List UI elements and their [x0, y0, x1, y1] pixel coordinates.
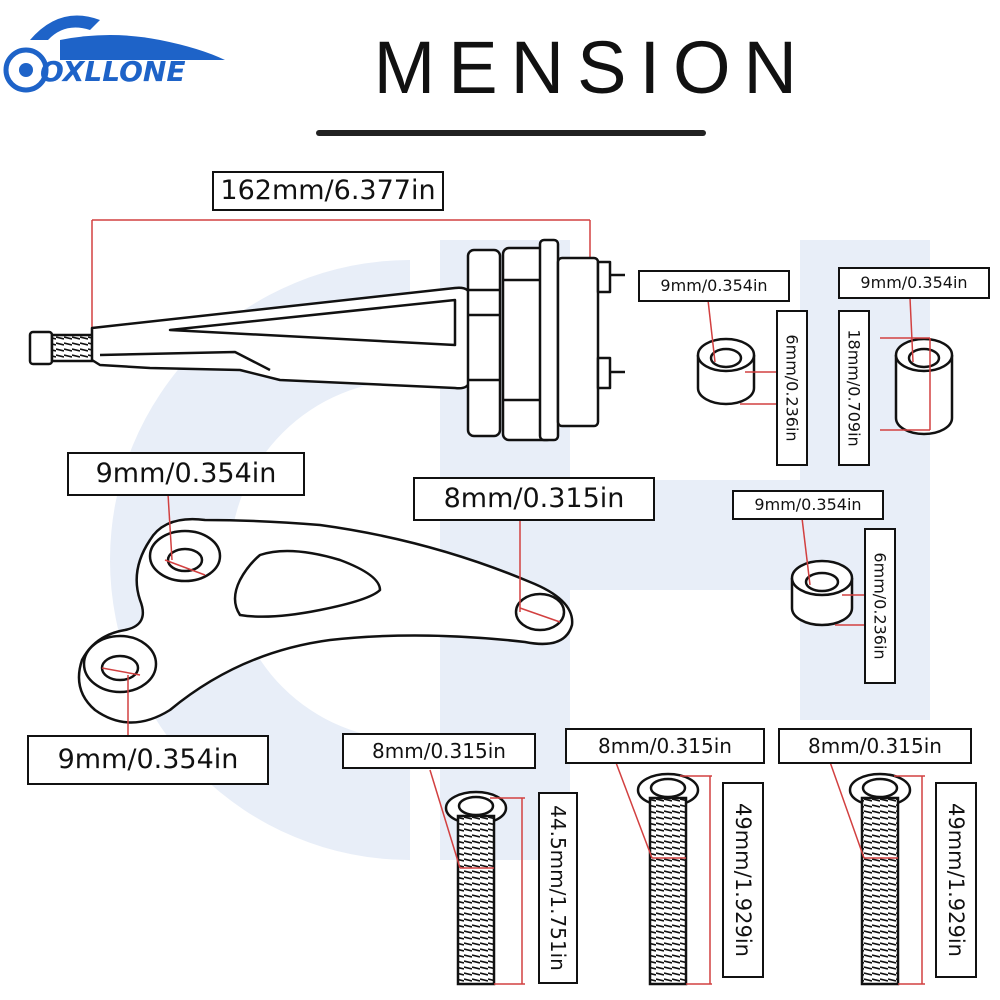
- stabilizer-arm: [28, 238, 625, 442]
- brand-name: OXLLONE: [40, 55, 186, 88]
- bracket-top-hole-label: 9mm/0.354in: [67, 452, 305, 496]
- bolt-2-dimension: [614, 759, 712, 985]
- bolt-1-diameter-label: 8mm/0.315in: [342, 733, 536, 769]
- total-length-label: 162mm/6.377in: [212, 171, 444, 211]
- bracket-dimensions: [101, 493, 561, 735]
- spacer-2-diameter-label: 9mm/0.354in: [838, 267, 990, 299]
- page-title: MENSION: [373, 26, 810, 109]
- spacer-1-height-label: 6mm/0.236in: [776, 310, 808, 466]
- spacer-2-dimension: [880, 297, 931, 431]
- bolt-3-dimension: [829, 761, 925, 985]
- bolt-2-length-label: 49mm/1.929in: [722, 782, 764, 978]
- bolt-1-dimension: [429, 769, 525, 985]
- spacer-3-height-label: 6mm/0.236in: [864, 528, 896, 684]
- bracket-bottom-hole-label: 9mm/0.354in: [27, 735, 269, 785]
- spacer-1-dimension: [707, 299, 780, 405]
- bolt-3-diameter-label: 8mm/0.315in: [778, 728, 972, 764]
- bolt-1-length-label: 44.5mm/1.751in: [538, 792, 578, 984]
- bolt-3: [848, 772, 912, 986]
- bracket-right-hole-label: 8mm/0.315in: [413, 477, 655, 521]
- spacer-3: [790, 559, 854, 627]
- spacer-3-diameter-label: 9mm/0.354in: [732, 490, 884, 520]
- spacer-1: [696, 337, 756, 406]
- brand-logo: [3, 15, 225, 93]
- bolt-1: [444, 790, 508, 986]
- mounting-bracket: [77, 518, 574, 724]
- bolt-2: [636, 772, 700, 986]
- spacer-2: [894, 337, 954, 436]
- bolt-2-diameter-label: 8mm/0.315in: [565, 728, 765, 764]
- spacer-1-diameter-label: 9mm/0.354in: [638, 270, 790, 302]
- spacer-2-height-label: 18mm/0.709in: [838, 310, 870, 466]
- bolt-3-length-label: 49mm/1.929in: [935, 782, 977, 978]
- title-underline: [316, 130, 706, 136]
